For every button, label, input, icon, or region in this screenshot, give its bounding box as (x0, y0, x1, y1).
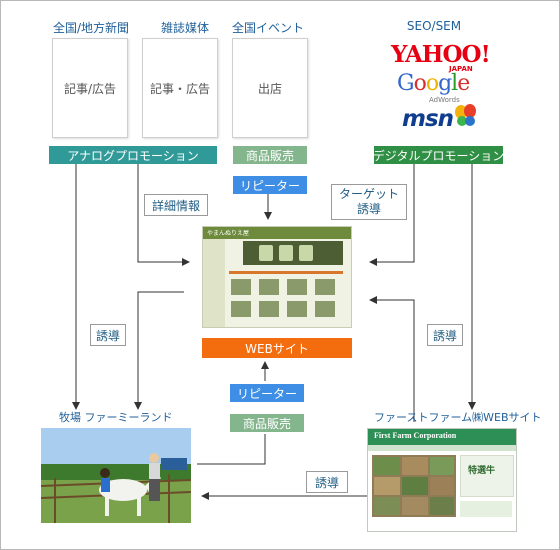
site-thumb-7 (287, 301, 307, 317)
site-header-band (203, 227, 351, 239)
msn-butterfly-icon (455, 104, 476, 126)
web-site-bar: WEBサイト (202, 338, 352, 358)
sales-bar-bottom: 商品販売 (230, 414, 304, 432)
firstfarm-product-box (460, 455, 514, 497)
adwords-label: AdWords (429, 96, 460, 104)
repeater-bar-bottom: リピーター (230, 384, 304, 402)
newspaper-content: 記事/広告 (63, 81, 117, 96)
ranch-photo-illustration (41, 428, 191, 523)
site-sidebar (203, 239, 225, 327)
ranch-photo (41, 428, 191, 523)
firstfarm-screenshot: First Farm Corporation 特選牛 (367, 428, 517, 532)
site-thumb-6 (259, 301, 279, 317)
site-thumb-5 (231, 301, 251, 317)
detail-info-tag: 詳細情報 (144, 194, 208, 216)
firstfarm-caption: ファーストファーム㈱WEBサイト (374, 411, 542, 424)
google-logo: Google (397, 71, 470, 96)
firstfarm-banner (368, 429, 516, 445)
digital-promotion-bar: デジタルプロモーション (373, 146, 504, 164)
guide-tag-left: 誘導 (90, 324, 126, 346)
site-thumb-2 (259, 279, 279, 295)
sales-bar-top: 商品販売 (233, 146, 307, 164)
target-guide-line1: ターゲット (338, 187, 399, 201)
firstfarm-nav (368, 445, 516, 451)
target-guide-line2: 誘導 (356, 202, 381, 216)
newspaper-box: 記事/広告 (52, 38, 128, 138)
analog-promotion-bar: アナログプロモーション (49, 146, 217, 164)
product-jar-1 (259, 245, 273, 261)
firstfarm-product-text: 特選牛 (468, 466, 496, 476)
magazine-content: 記事・広告 (149, 81, 210, 96)
product-jar-3 (299, 245, 313, 261)
site-thumb-3 (287, 279, 307, 295)
firstfarm-photo-grid (372, 455, 456, 517)
target-guide-tag: ターゲット 誘導 (331, 184, 407, 220)
product-jar-2 (279, 245, 293, 261)
media-label-event: 全国イベント (231, 21, 304, 35)
media-label-newspaper: 全国/地方新聞 (52, 21, 130, 35)
site-thumb-4 (315, 279, 335, 295)
media-label-seo: SEO/SEM (406, 19, 462, 33)
magazine-box: 記事・広告 (142, 38, 218, 138)
yahoo-logo: YAHOO! (391, 41, 491, 68)
site-hero (243, 241, 343, 265)
event-content: 出店 (257, 81, 282, 96)
yahoo-japan-label: JAPAN (449, 65, 473, 73)
site-thumb-1 (231, 279, 251, 295)
media-label-magazine: 雑誌媒体 (160, 21, 209, 35)
firstfarm-banner-text: First Farm Corporation (374, 431, 457, 440)
guide-tag-bottom: 誘導 (306, 471, 348, 493)
farm-caption: 牧場 ファーミーランド (59, 411, 173, 424)
site-thumb-8 (315, 301, 335, 317)
guide-tag-right: 誘導 (427, 324, 463, 346)
event-box: 出店 (232, 38, 308, 138)
web-site-screenshot: やまんぬりえ屋 (202, 226, 352, 328)
msn-logo: msn (402, 106, 454, 132)
firstfarm-footer-logo (460, 501, 512, 517)
site-header-text: やまんぬりえ屋 (207, 230, 250, 237)
site-section-rule (229, 271, 343, 274)
repeater-bar-top: リピーター (233, 176, 307, 194)
